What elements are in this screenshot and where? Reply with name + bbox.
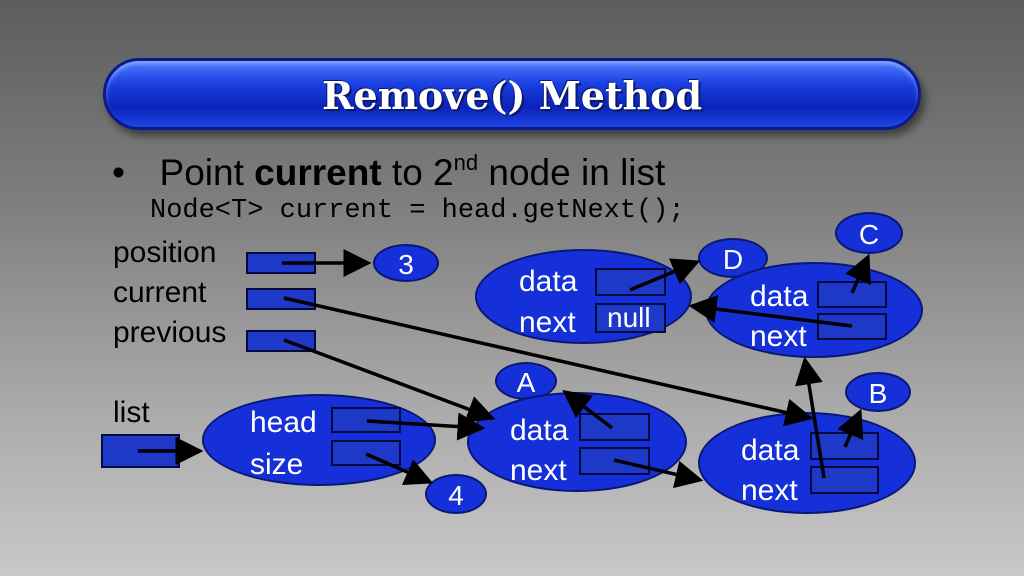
title-bar: Remove() Method <box>103 58 921 130</box>
node-d-null-label: null <box>607 302 651 333</box>
label-position: position <box>113 236 217 269</box>
list-head-label: head <box>250 406 317 439</box>
node-b-next-label: next <box>741 474 798 507</box>
bullet-point: • Point current to 2nd node in list <box>112 150 666 194</box>
head-field-box <box>331 407 401 433</box>
arrow-node-a-next-to-node-b <box>613 458 704 489</box>
node-c-data-label: data <box>750 280 809 313</box>
code-line: Node<T> current = head.getNext(); <box>150 196 685 226</box>
size-field-box <box>331 440 401 466</box>
node-b-data-label: data <box>741 434 800 467</box>
node-d-data-box <box>595 268 666 296</box>
label-list: list <box>113 396 150 429</box>
node-c-data-box <box>817 281 887 308</box>
bullet-superscript: nd <box>453 150 479 175</box>
list-size-label: size <box>250 448 304 481</box>
arrow-node-d-data-to-d <box>629 258 701 292</box>
node-c-badge: C <box>835 212 903 254</box>
bullet-text-mid: to 2 <box>381 152 454 193</box>
arrow-head-to-node-a <box>366 412 486 441</box>
arrow-node-b-data-to-b <box>837 408 864 448</box>
arrow-previous-to-node-a <box>283 338 496 423</box>
current-box <box>246 288 316 310</box>
arrow-current-to-node-b <box>283 296 814 427</box>
node-c-next-label: next <box>750 320 807 353</box>
position-value-badge: 3 <box>373 244 439 282</box>
node-c <box>705 262 923 358</box>
arrow-node-c-data-to-c <box>845 253 871 294</box>
arrow-node-a-data-to-a <box>562 389 614 430</box>
node-d-next-label: next <box>519 306 576 339</box>
node-a-next-label: next <box>510 454 567 487</box>
size-value-badge: 4 <box>425 474 487 514</box>
node-c-next-box <box>817 313 887 340</box>
node-a-data-label: data <box>510 414 569 447</box>
slide-title: Remove() Method <box>321 73 703 118</box>
label-current: current <box>113 276 207 309</box>
bullet-marker: • <box>112 152 125 193</box>
node-d-next-box <box>595 303 666 333</box>
arrow-size-to-4 <box>365 452 434 486</box>
label-previous: previous <box>113 316 227 349</box>
node-d-badge: D <box>698 238 768 278</box>
bullet-text-before: Point <box>159 152 255 193</box>
node-d-data-label: data <box>519 265 578 298</box>
node-a-data-box <box>579 413 650 441</box>
node-b-badge: B <box>845 372 911 412</box>
bullet-text-after: node in list <box>478 152 666 193</box>
arrow-node-c-next-to-node-d <box>688 295 853 328</box>
arrow-node-b-next-to-node-c <box>795 356 826 479</box>
bullet-bold: current <box>254 152 382 193</box>
